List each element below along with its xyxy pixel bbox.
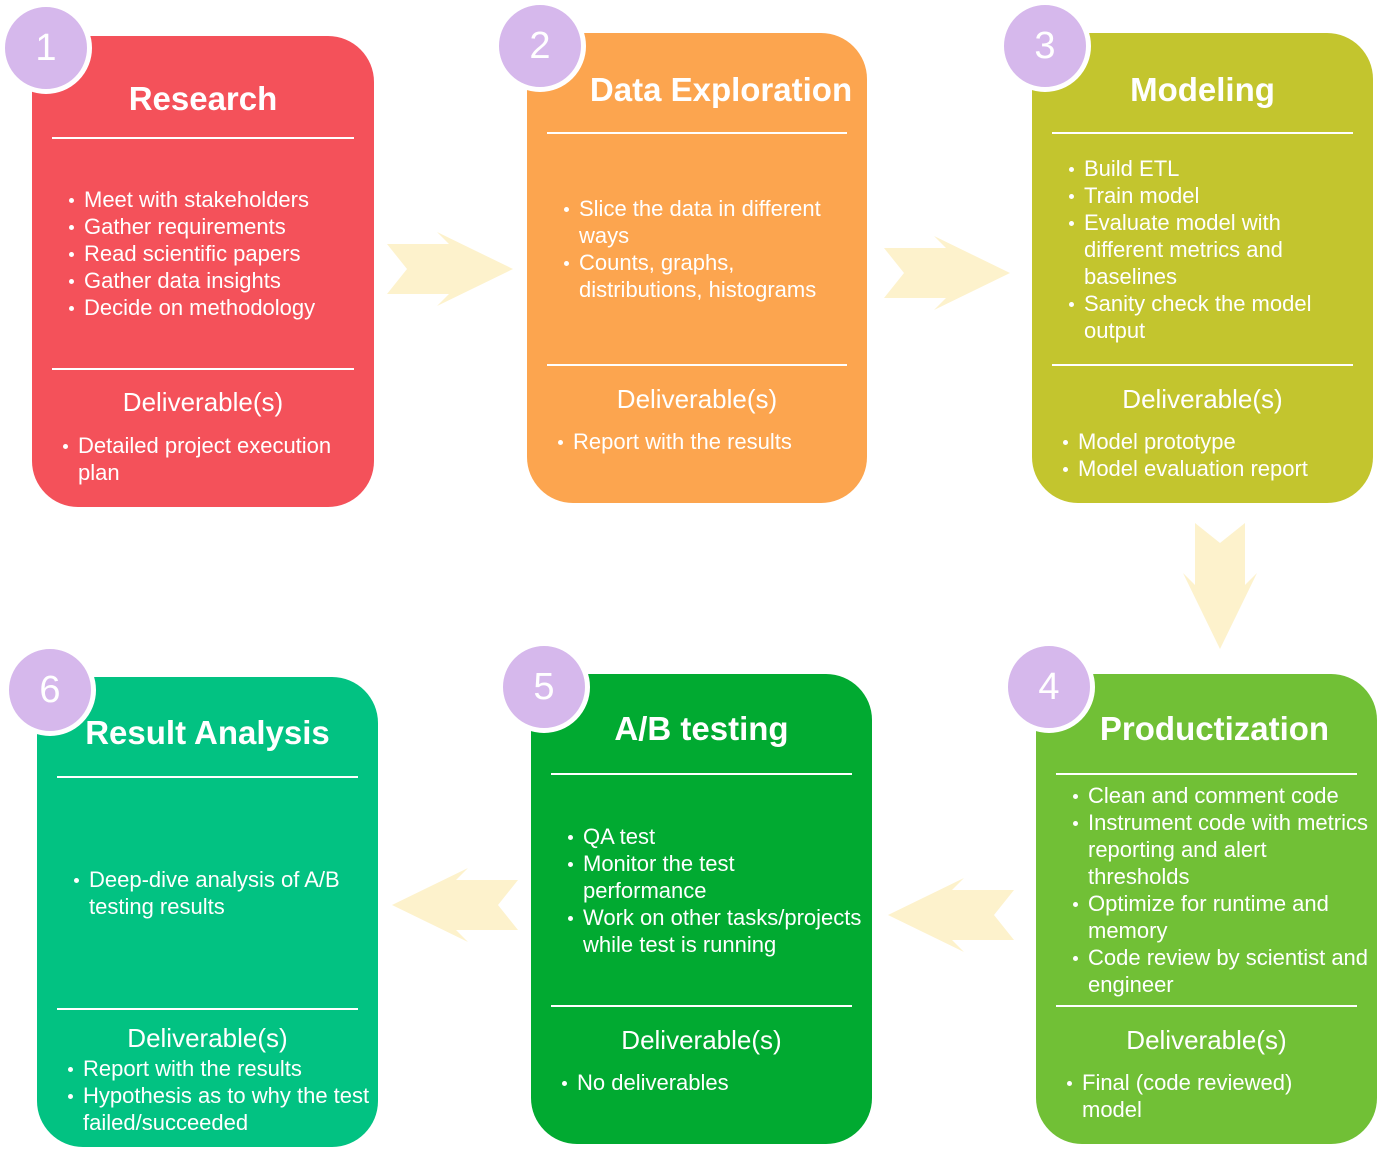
- stage-title: A/B testing: [614, 710, 789, 747]
- divider: [1056, 1005, 1357, 1007]
- task-item: Code review by scientist and engineer: [1073, 945, 1369, 997]
- step-number-badge: 4: [1003, 641, 1095, 733]
- task-item: Build ETL: [1069, 155, 1365, 182]
- deliverables-heading: Deliverable(s): [122, 387, 284, 417]
- stage-card-result-analysis: Result Analysis Deep-dive analysis of A/…: [37, 677, 378, 1147]
- deliverable-item: Model evaluation report: [1063, 455, 1365, 482]
- task-item: QA test: [568, 823, 864, 850]
- task-item: Train model: [1069, 182, 1365, 209]
- divider: [52, 137, 354, 139]
- deliverables-heading: Deliverable(s): [616, 384, 778, 414]
- divider: [1052, 364, 1353, 366]
- step-number-badge: 1: [0, 2, 92, 94]
- task-item: Gather requirements: [69, 213, 366, 240]
- task-item: Counts, graphs, distributions, histogram…: [564, 249, 859, 303]
- task-item: Sanity check the model output: [1069, 290, 1365, 344]
- deliverable-item: Hypothesis as to why the test failed/suc…: [68, 1083, 370, 1135]
- task-item: Work on other tasks/projects while test …: [568, 904, 864, 958]
- deliverable-item: Report with the results: [558, 428, 859, 455]
- arrow-down-icon: [1183, 523, 1257, 649]
- deliverable-item: Report with the results: [68, 1055, 370, 1082]
- task-list: QA test Monitor the test performance Wor…: [531, 775, 872, 1005]
- task-item: Slice the data in different ways: [564, 195, 859, 249]
- task-list: Clean and comment code Instrument code w…: [1036, 775, 1377, 1005]
- arrow-right-icon: [884, 236, 1010, 310]
- divider: [1056, 773, 1357, 775]
- deliverables-list: Report with the results Hypothesis as to…: [37, 1055, 378, 1136]
- task-item: Monitor the test performance: [568, 850, 864, 904]
- deliverables-list: Detailed project execution plan: [32, 432, 374, 486]
- stage-card-ab-testing: A/B testing QA test Monitor the test per…: [531, 674, 872, 1144]
- stage-title: Data Exploration: [589, 71, 853, 108]
- divider: [1052, 132, 1353, 134]
- deliverables-list: Report with the results: [527, 428, 867, 455]
- divider: [57, 776, 358, 778]
- step-number-badge: 6: [4, 644, 96, 736]
- stage-title: Modeling: [1130, 71, 1275, 108]
- deliverables-heading: Deliverable(s): [127, 1023, 288, 1053]
- stage-card-research: Research Meet with stakeholders Gather r…: [32, 36, 374, 507]
- task-list: Deep-dive analysis of A/B testing result…: [37, 778, 378, 1008]
- divider: [547, 132, 847, 134]
- divider: [52, 368, 354, 370]
- deliverables-list: No deliverables: [531, 1069, 872, 1096]
- step-number-badge: 5: [498, 641, 590, 733]
- deliverable-item: Detailed project execution plan: [63, 432, 354, 486]
- deliverable-item: No deliverables: [562, 1069, 864, 1096]
- stage-title: Productization: [1099, 710, 1330, 747]
- divider: [551, 1005, 852, 1007]
- stage-title: Research: [128, 80, 278, 117]
- task-item: Meet with stakeholders: [69, 186, 366, 213]
- arrow-right-icon: [387, 232, 513, 306]
- divider: [57, 1008, 358, 1010]
- deliverable-item: Final (code reviewed) model: [1067, 1069, 1317, 1123]
- divider: [547, 364, 847, 366]
- task-item: Deep-dive analysis of A/B testing result…: [74, 866, 370, 920]
- task-item: Decide on methodology: [69, 294, 366, 321]
- stage-card-data-exploration: Data Exploration Slice the data in diffe…: [527, 33, 867, 503]
- stage-title: Result Analysis: [85, 714, 330, 751]
- arrow-left-icon: [888, 878, 1014, 952]
- stage-card-productization: Productization Clean and comment code In…: [1036, 674, 1377, 1144]
- task-item: Clean and comment code: [1073, 782, 1369, 809]
- step-number-badge: 3: [999, 0, 1091, 92]
- deliverables-heading: Deliverable(s): [1122, 384, 1283, 414]
- step-number-badge: 2: [494, 0, 586, 92]
- task-item: Read scientific papers: [69, 240, 366, 267]
- deliverables-list: Model prototype Model evaluation report: [1032, 428, 1373, 482]
- divider: [551, 773, 852, 775]
- task-list: Build ETL Train model Evaluate model wit…: [1032, 134, 1373, 364]
- task-item: Gather data insights: [69, 267, 366, 294]
- task-list: Meet with stakeholders Gather requiremen…: [32, 139, 374, 368]
- task-item: Evaluate model with different metrics an…: [1069, 209, 1365, 290]
- deliverable-item: Model prototype: [1063, 428, 1365, 455]
- deliverables-heading: Deliverable(s): [621, 1025, 782, 1055]
- deliverables-heading: Deliverable(s): [1126, 1025, 1287, 1055]
- stage-card-modeling: Modeling Build ETL Train model Evaluate …: [1032, 33, 1373, 503]
- task-item: Instrument code with metrics reporting a…: [1073, 810, 1368, 889]
- deliverables-list: Final (code reviewed) model: [1036, 1069, 1377, 1123]
- arrow-left-icon: [392, 868, 518, 942]
- task-item: Optimize for runtime and memory: [1073, 890, 1369, 944]
- task-list: Slice the data in different ways Counts,…: [527, 134, 867, 364]
